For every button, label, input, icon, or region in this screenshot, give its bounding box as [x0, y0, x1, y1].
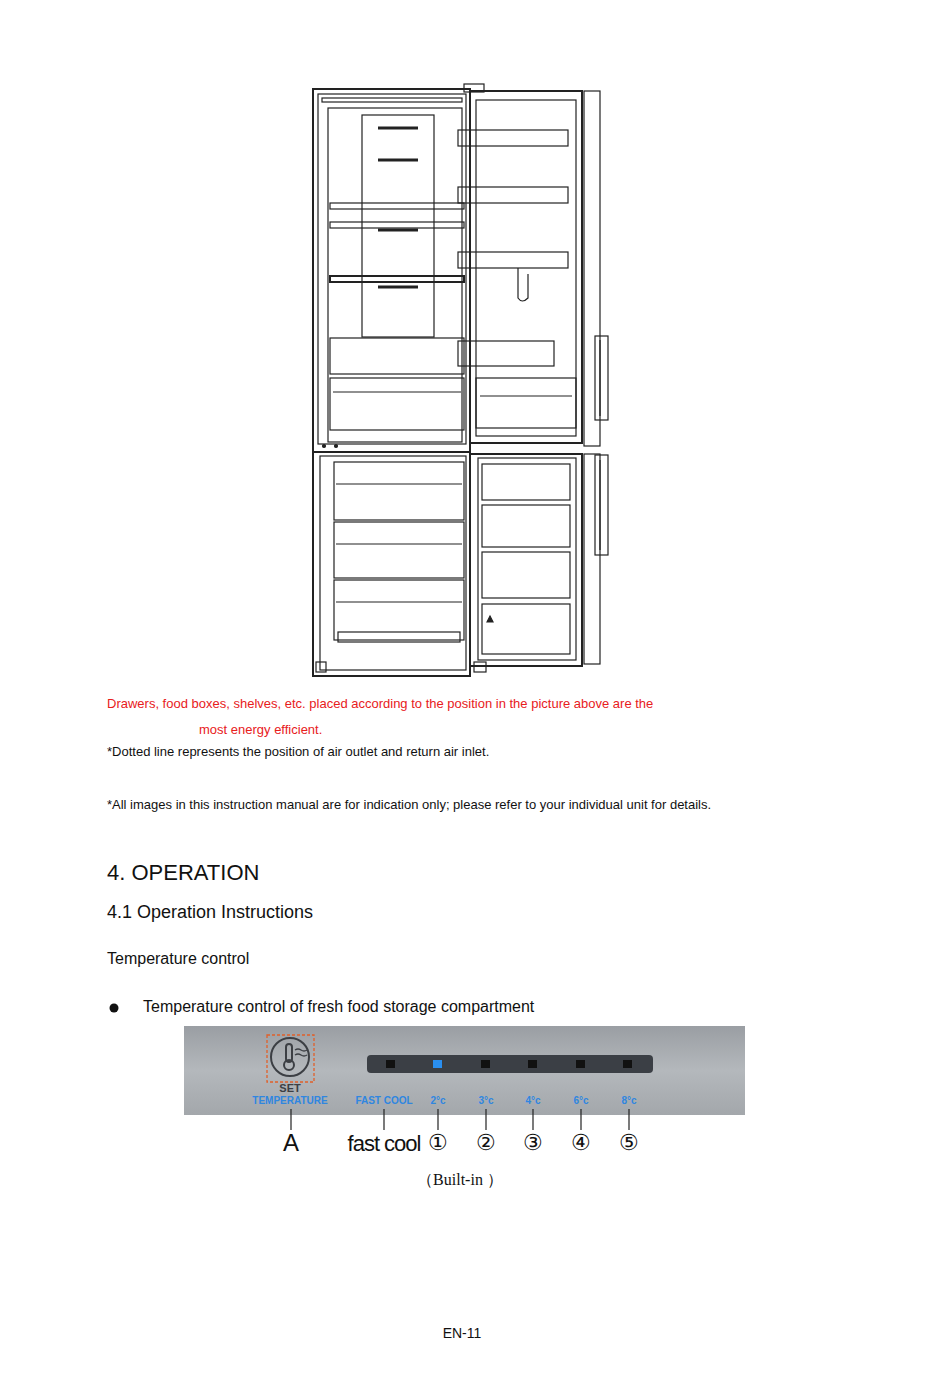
- button-label: SET: [279, 1082, 300, 1094]
- label-text: EN-11: [443, 1325, 482, 1341]
- label-text: *All images in this instruction manual a…: [107, 798, 711, 813]
- label-text: A: [283, 1129, 299, 1157]
- label-text: 4.1 Operation Instructions: [107, 902, 313, 923]
- panel-label: TEMPERATURE: [252, 1095, 327, 1106]
- callout-number: ④: [571, 1130, 591, 1155]
- callout-number: ③: [523, 1130, 543, 1155]
- label-text: *Dotted line represents the position of …: [107, 745, 489, 760]
- label-text: （Built-in ）: [417, 1171, 503, 1189]
- fridge-drawing: [313, 84, 608, 676]
- bullet-dot: [110, 1004, 119, 1013]
- label-text: 4. OPERATION: [107, 860, 259, 885]
- panel-label: 8°c: [621, 1095, 636, 1106]
- label-text: Temperature control: [107, 950, 249, 968]
- note-text: Drawers, food boxes, shelves, etc. place…: [199, 691, 677, 743]
- panel-label: 3°c: [478, 1095, 493, 1106]
- callout-number: ①: [428, 1130, 448, 1155]
- callout-number: ②: [476, 1130, 496, 1155]
- panel-label: 4°c: [525, 1095, 540, 1106]
- label-text: Temperature control of fresh food storag…: [143, 998, 534, 1016]
- panel-label: 2°c: [430, 1095, 445, 1106]
- label-text: fast cool: [348, 1131, 421, 1156]
- panel-label: FAST COOL: [355, 1095, 412, 1106]
- callout-number: ⑤: [619, 1130, 639, 1155]
- control-panel: SETTEMPERATURE FAST COOL 2°c 3°c 4°c 6°c 8°c: [184, 1026, 745, 1115]
- panel-label: 6°c: [573, 1095, 588, 1106]
- control-panel-art: [184, 1026, 745, 1130]
